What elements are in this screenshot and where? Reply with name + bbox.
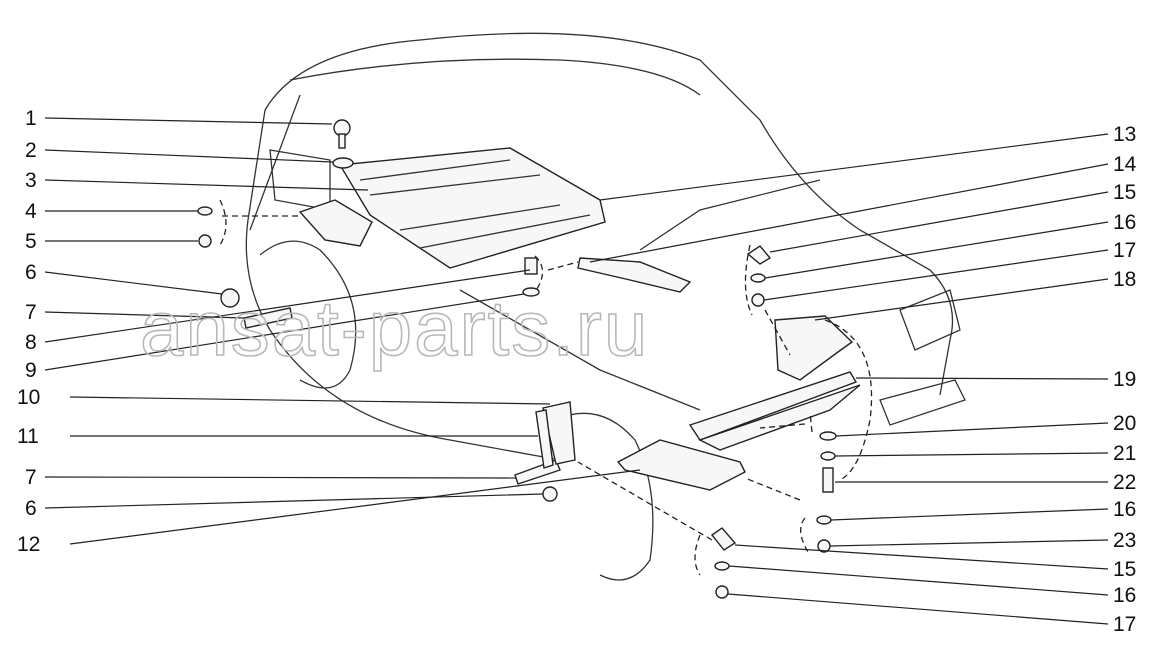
plate-part-11 [535, 409, 554, 469]
strap-part-14 [577, 257, 692, 293]
callout-5: 5 [25, 230, 37, 253]
watermark-text: ansat-parts.ru [140, 284, 649, 372]
callout-9: 9 [25, 359, 37, 382]
callout-16c: 16 [1113, 584, 1136, 607]
callout-18: 18 [1113, 268, 1136, 291]
callout-13: 13 [1113, 123, 1136, 146]
callouts-left: 1 2 3 4 5 6 7 8 9 10 11 7 6 12 [17, 107, 40, 556]
callout-15: 15 [1113, 181, 1136, 204]
callout-17b: 17 [1113, 613, 1136, 636]
callout-7: 7 [25, 301, 37, 324]
callout-21: 21 [1113, 442, 1136, 465]
callout-20: 20 [1113, 412, 1136, 435]
callout-23: 23 [1113, 529, 1136, 552]
bracket-part-3 [298, 199, 373, 247]
callout-16: 16 [1113, 211, 1136, 234]
callout-16b: 16 [1113, 498, 1136, 521]
callout-11: 11 [17, 425, 39, 448]
callout-8: 8 [25, 331, 37, 354]
callout-19: 19 [1113, 368, 1136, 391]
callout-17: 17 [1113, 239, 1136, 262]
callout-1: 1 [25, 107, 37, 130]
callout-14: 14 [1113, 153, 1137, 176]
cover-part-12 [616, 439, 746, 491]
vehicle-body-outline [245, 32, 966, 581]
rail-part-19 [688, 371, 858, 441]
leader-lines [44, 117, 1109, 625]
callout-4: 4 [25, 200, 37, 223]
callout-3: 3 [25, 169, 37, 192]
shield-part-18 [774, 315, 854, 381]
callout-10: 10 [17, 386, 40, 409]
callout-6b: 6 [25, 497, 37, 520]
callout-15b: 15 [1113, 558, 1136, 581]
callout-6: 6 [25, 261, 37, 284]
callout-2: 2 [25, 139, 37, 162]
callout-12: 12 [17, 533, 40, 556]
floor-panel-part-13 [338, 147, 606, 269]
callouts-right: 13 14 15 16 17 18 19 20 21 22 16 23 15 1… [1113, 123, 1137, 636]
fasteners [197, 119, 837, 599]
plate-part-10 [542, 401, 576, 465]
plate-part-7-upper [243, 307, 293, 329]
callout-7b: 7 [25, 466, 37, 489]
rail-bracket-part-19 [698, 384, 861, 451]
callout-22: 22 [1113, 471, 1136, 494]
assembly-dashes [219, 199, 873, 576]
